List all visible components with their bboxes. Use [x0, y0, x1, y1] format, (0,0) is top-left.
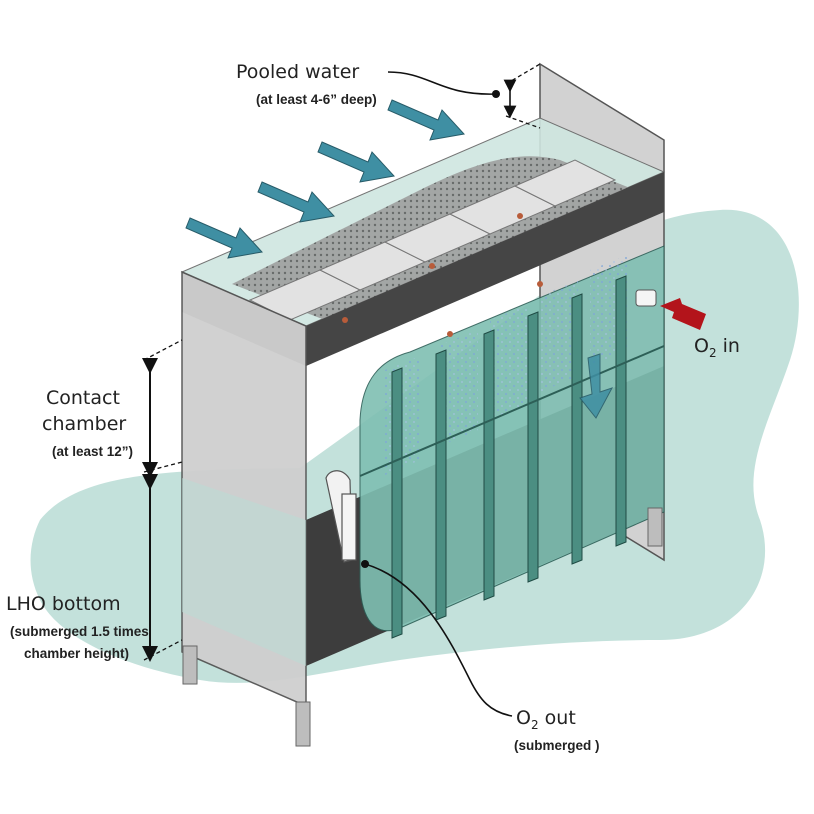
- pond-water-front: [182, 478, 306, 666]
- o2-out-label: O2 out: [516, 707, 576, 732]
- pooled-water-label: Pooled water: [236, 61, 359, 83]
- pooled-water-leader: [387, 71, 497, 95]
- baffles: [391, 275, 627, 639]
- lho-bottom-dashes: [143, 639, 183, 661]
- flow-arrows: [185, 99, 614, 419]
- legs: [182, 507, 663, 747]
- o2-in-subscript: 2: [709, 346, 717, 360]
- o2-in-fitting: [635, 289, 657, 307]
- lho-bottom-sublabel-2: chamber height): [24, 646, 129, 661]
- contact-chamber-dashes: [143, 339, 183, 473]
- top-band-front: [306, 172, 664, 366]
- o2-out-pipe: [325, 470, 357, 563]
- contact-chamber-sublabel: (at least 12”): [52, 444, 133, 459]
- valves: [342, 213, 543, 337]
- pooled-water-dashes: [505, 63, 541, 129]
- o2-in-arrow: [660, 298, 706, 330]
- chamber-openings: [248, 159, 617, 321]
- contact-chamber-label-1: Contact: [46, 387, 120, 409]
- o2-in-label: O2 in: [694, 335, 740, 360]
- lho-bottom-sublabel-1: (submerged 1.5 times: [10, 624, 149, 639]
- contact-chamber-label-2: chamber: [42, 413, 126, 435]
- pooled-water-dot: [492, 90, 500, 98]
- chamber-water-line: [359, 345, 665, 477]
- o2-out-subscript: 2: [531, 718, 539, 732]
- pooled-water-sublabel: (at least 4-6” deep): [256, 92, 377, 107]
- o2-out-leader: [364, 563, 513, 717]
- lho-bottom-label: LHO bottom: [6, 593, 121, 615]
- o2-out-sublabel: (submerged ): [514, 738, 600, 753]
